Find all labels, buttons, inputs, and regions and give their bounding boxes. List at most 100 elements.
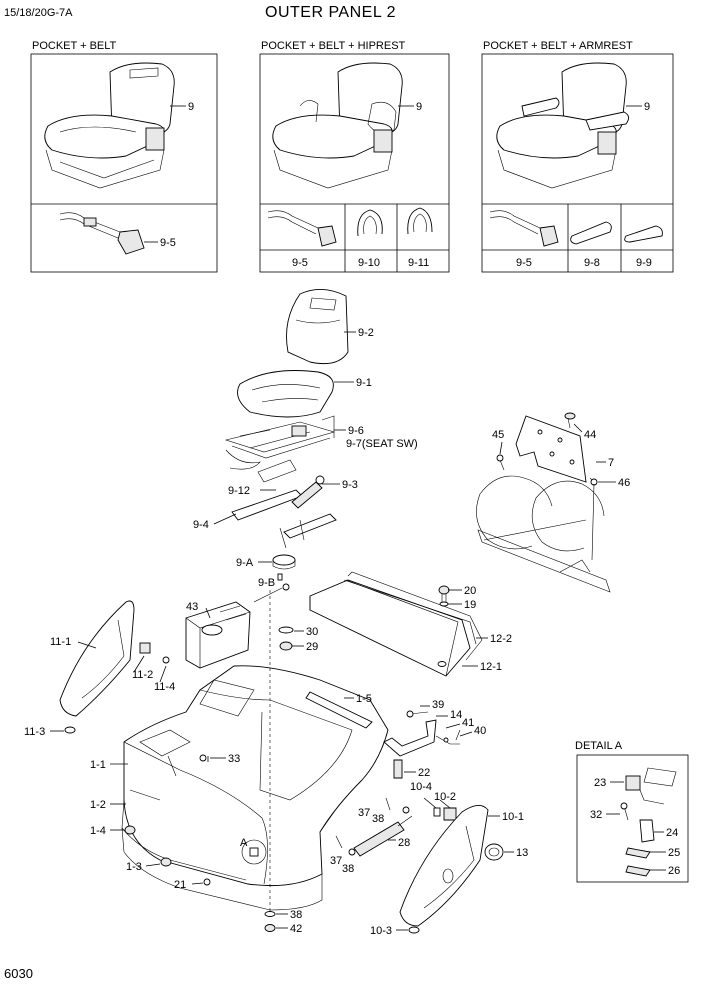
callout-9-6: 9-6	[348, 425, 364, 437]
hiprest-bracket-icon	[407, 207, 433, 235]
callout-10-1: 10-1	[502, 811, 524, 823]
callout-21: 21	[174, 879, 186, 891]
callout-11-3: 11-3	[24, 726, 45, 738]
nut-icon	[264, 924, 276, 932]
callout-43: 43	[186, 601, 198, 613]
hood-latch-linkage	[383, 710, 461, 779]
callout-19: 19	[464, 599, 476, 611]
callout-9-4: 9-4	[193, 519, 209, 531]
hood-main-panel	[121, 665, 389, 887]
callout-14: 14	[450, 709, 462, 721]
callout-25: 25	[668, 847, 680, 859]
callout-37-upper: 37	[358, 807, 370, 819]
page-number: 6030	[4, 966, 33, 981]
variant-frame	[30, 53, 218, 273]
callout-38-bottom: 38	[290, 909, 302, 921]
callout-A: A	[240, 837, 248, 849]
variant-frame	[481, 53, 674, 273]
callout-44: 44	[584, 429, 596, 441]
part-label: 9-8	[584, 257, 600, 269]
variant-panel-pocket-belt-armrest: POCKET + BELT + ARMREST 9 9-5 9-8 9-9	[481, 40, 674, 273]
callout-33: 33	[228, 753, 240, 765]
variant-label: POCKET + BELT + ARMREST	[483, 40, 633, 52]
gas-spring	[291, 475, 325, 509]
callout-9: 9	[644, 101, 650, 113]
seat-damper	[272, 554, 296, 570]
callout-28: 28	[398, 837, 410, 849]
callout-9-A: 9-A	[236, 557, 254, 569]
callout-37-lower: 37	[330, 855, 342, 867]
seat-slide-rail	[231, 459, 337, 549]
callout-11-2: 11-2	[132, 669, 153, 681]
variant-label: POCKET + BELT	[32, 40, 117, 52]
left-side-panel	[59, 600, 135, 734]
pin-icon	[335, 835, 343, 849]
callout-9-7: 9-7(SEAT SW)	[346, 438, 418, 450]
grommet-icon	[484, 843, 504, 861]
armrest-icon	[624, 225, 663, 243]
clip-icon	[139, 642, 151, 654]
callout-10-4: 10-4	[410, 781, 432, 793]
rubber-foot-icon	[124, 825, 136, 835]
part-label: 9-5	[292, 257, 308, 269]
seat-icon	[496, 62, 629, 189]
bracket-10-4	[433, 807, 457, 821]
callout-11-4: 11-4	[154, 681, 175, 693]
seat-belt-icon	[267, 210, 337, 247]
hood-skirt-texture	[121, 827, 323, 911]
washer-icon	[264, 911, 276, 917]
callout-23: 23	[594, 777, 606, 789]
callout-42: 42	[290, 923, 302, 935]
part-label: 9-5	[160, 237, 176, 249]
detail-frame	[576, 754, 689, 883]
seat-frame-switch	[224, 415, 336, 470]
callout-10-3: 10-3	[370, 925, 392, 937]
callout-20: 20	[464, 585, 476, 597]
callout-24: 24	[666, 827, 678, 839]
callout-26: 26	[668, 865, 680, 877]
model-number: 15/18/20G-7A	[4, 7, 73, 19]
callout-12-1: 12-1	[480, 661, 502, 673]
callout-22: 22	[418, 767, 430, 779]
right-side-panel	[399, 805, 489, 934]
variant-frame	[259, 53, 450, 273]
variant-label: POCKET + BELT + HIPREST	[261, 40, 406, 52]
variant-panel-pocket-belt: POCKET + BELT 9 9-5	[30, 40, 218, 273]
variant-panel-pocket-belt-hiprest: POCKET + BELT + HIPREST 9 9-5	[259, 40, 450, 273]
callout-46: 46	[618, 477, 630, 489]
part-label: 9-10	[358, 257, 380, 269]
seat-cushion	[237, 370, 334, 418]
armrest-icon	[570, 221, 612, 245]
detail-title: DETAIL A	[575, 740, 623, 752]
callout-9: 9	[416, 101, 422, 113]
callout-38-lower: 38	[342, 863, 354, 875]
callout-45: 45	[492, 429, 504, 441]
callout-9-1: 9-1	[356, 377, 372, 389]
callout-29: 29	[306, 641, 318, 653]
callout-9: 9	[188, 101, 194, 113]
part-label: 9-11	[408, 257, 429, 269]
callout-39: 39	[432, 699, 444, 711]
callout-9-3: 9-3	[342, 479, 358, 491]
storage-box	[185, 601, 251, 669]
trim-strip	[305, 691, 373, 729]
callout-1-5: 1-5	[356, 693, 372, 705]
callout-11-1: 11-1	[50, 636, 71, 648]
rear-panel	[309, 571, 483, 677]
plate-bracket	[496, 415, 598, 561]
screw-icon	[162, 656, 170, 664]
harness-wire	[253, 573, 290, 603]
rubber-foot-icon	[160, 857, 172, 867]
callout-1-2: 1-2	[90, 799, 106, 811]
seat-icon	[44, 62, 175, 189]
callout-40: 40	[474, 725, 486, 737]
bolt-44	[564, 412, 576, 429]
seat-belt-icon	[489, 210, 559, 247]
part-label: 9-5	[516, 257, 532, 269]
callout-32: 32	[590, 809, 602, 821]
callout-13: 13	[516, 847, 528, 859]
cup-holder-parts	[278, 626, 294, 651]
callout-10-2: 10-2	[434, 791, 456, 803]
callout-9-2: 9-2	[358, 327, 374, 339]
